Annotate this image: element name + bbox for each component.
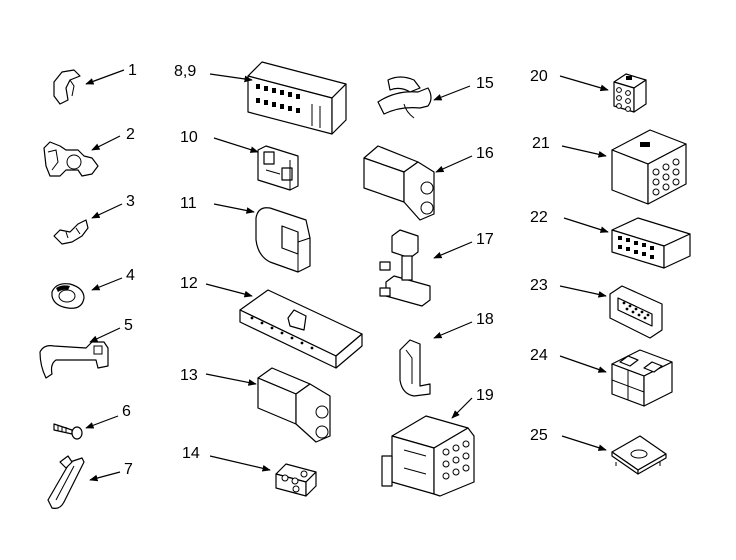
part-7: 7 <box>47 455 133 509</box>
label-part-24: 24 <box>530 347 548 364</box>
part-2: 2 <box>43 126 135 177</box>
label-part-18: 18 <box>476 311 494 328</box>
label-part-7: 7 <box>124 461 133 478</box>
label-part-1: 1 <box>128 62 137 79</box>
label-part-25: 25 <box>530 427 548 444</box>
label-part-6: 6 <box>122 403 131 420</box>
label-part-13: 13 <box>180 367 198 384</box>
label-part-15: 15 <box>476 75 494 92</box>
part-20: 20 <box>530 68 647 113</box>
label-part-10: 10 <box>180 129 198 146</box>
label-part-3: 3 <box>126 193 135 210</box>
part-11: 11 <box>180 195 311 273</box>
label-part-2: 2 <box>126 126 135 143</box>
part-21: 21 <box>532 129 687 205</box>
part-19: 19 <box>381 387 494 497</box>
label-part-11: 11 <box>180 195 197 212</box>
part-8-9: 8,9 <box>174 61 347 135</box>
part-18: 18 <box>399 311 494 397</box>
part-13: 13 <box>180 367 331 443</box>
part-24: 24 <box>530 347 673 407</box>
part-10: 10 <box>180 129 299 191</box>
label-part-22: 22 <box>530 209 548 226</box>
label-part-17: 17 <box>476 231 494 248</box>
part-4: 4 <box>51 267 135 309</box>
part-17: 17 <box>379 229 494 307</box>
part-1: 1 <box>53 62 137 105</box>
label-part-21: 21 <box>532 135 550 152</box>
label-part-12: 12 <box>180 275 198 292</box>
label-part-5: 5 <box>124 317 133 334</box>
part-23: 23 <box>530 277 663 339</box>
label-part-19: 19 <box>476 387 494 404</box>
label-part-20: 20 <box>530 68 548 85</box>
part-5: 5 <box>39 317 133 379</box>
part-3: 3 <box>53 193 135 245</box>
label-part-23: 23 <box>530 277 548 294</box>
part-12: 12 <box>180 275 363 369</box>
label-part-16: 16 <box>476 145 494 162</box>
part-25: 25 <box>530 427 667 475</box>
part-16: 16 <box>363 145 494 221</box>
label-part-14: 14 <box>182 445 200 462</box>
label-part-4: 4 <box>126 267 135 284</box>
part-15: 15 <box>377 75 494 119</box>
part-6: 6 <box>53 403 131 440</box>
label-part-8-9: 8,9 <box>174 63 196 80</box>
part-22: 22 <box>530 209 691 269</box>
part-14: 14 <box>182 445 317 497</box>
